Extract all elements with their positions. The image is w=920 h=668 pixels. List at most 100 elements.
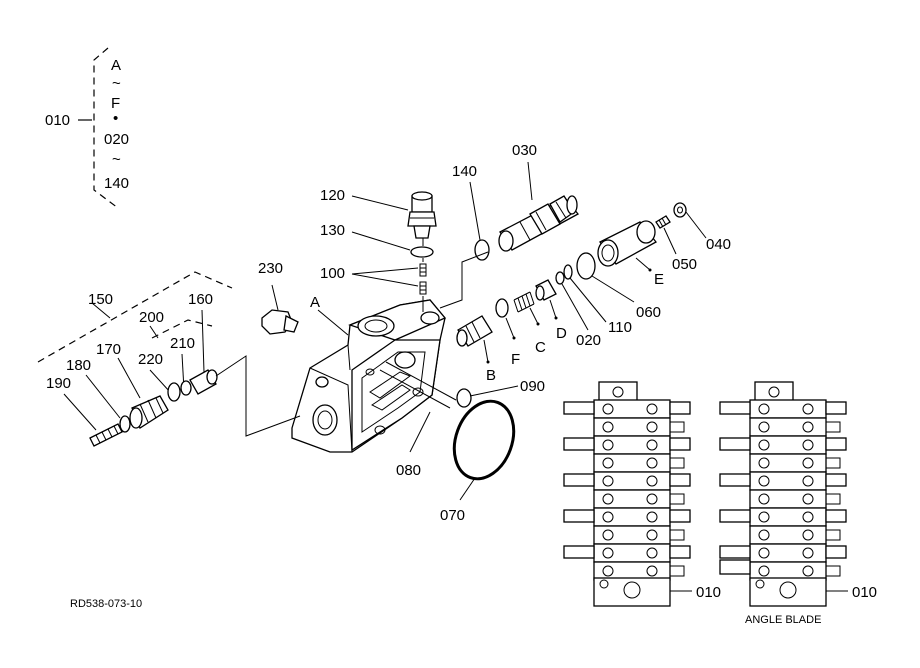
part-040-washer xyxy=(673,202,687,218)
stack-bolt xyxy=(758,529,770,541)
stack-top-cap xyxy=(754,381,794,403)
stack-lever-slot xyxy=(669,529,685,541)
stack-bolt xyxy=(758,547,770,559)
stack-section xyxy=(749,399,827,419)
stack-angle-blade-end xyxy=(719,559,751,575)
stack-lever-slot xyxy=(825,493,841,505)
callout-c: C xyxy=(535,339,546,356)
callout-d: D xyxy=(556,325,567,342)
stack-spool-end-right xyxy=(669,401,691,415)
valve-body-a xyxy=(291,299,447,453)
stack-section xyxy=(749,471,827,491)
part-220-ring xyxy=(167,382,181,402)
part-130-oring xyxy=(410,246,434,258)
tilde-2: ~ xyxy=(112,151,121,168)
stack-section xyxy=(593,435,671,455)
stack-bolt xyxy=(646,493,658,505)
stack-bolt xyxy=(802,493,814,505)
stack-bolt xyxy=(602,439,614,451)
part-090-oring xyxy=(456,388,472,408)
stack-lever-slot xyxy=(669,565,685,577)
stack-spool-end-left xyxy=(563,509,595,523)
callout-180: 180 xyxy=(66,357,91,374)
stack-spool-end-left xyxy=(563,473,595,487)
stack-bolt xyxy=(802,565,814,577)
stack-spool-end-left xyxy=(563,545,595,559)
stack-bolt xyxy=(646,511,658,523)
set-bracket: 010 A ~ F • 020 ~ 140 xyxy=(45,47,129,209)
part-b-spool-end xyxy=(456,315,493,347)
callout-a: A xyxy=(310,294,320,311)
stack-bolt xyxy=(758,565,770,577)
stack-section xyxy=(593,525,671,545)
callout-190: 190 xyxy=(46,375,71,392)
stack-spool-end-right xyxy=(825,437,847,451)
stack-spool-end-left xyxy=(563,401,595,415)
stack-spool-end-left xyxy=(563,437,595,451)
stack-bolt xyxy=(758,421,770,433)
part-050-bolt xyxy=(655,215,671,229)
stack-bolt xyxy=(602,547,614,559)
part-020-ring xyxy=(555,271,565,285)
part-e-cap xyxy=(597,220,657,267)
stack-section xyxy=(593,561,671,581)
stack-bolt xyxy=(758,511,770,523)
stack-lever-slot xyxy=(825,421,841,433)
callout-100: 100 xyxy=(320,265,345,282)
stack-bolt xyxy=(758,457,770,469)
range-top: A xyxy=(111,57,121,74)
stack-bolt xyxy=(646,457,658,469)
stack-section xyxy=(749,561,827,581)
stack-bolt xyxy=(602,457,614,469)
stack-bolt xyxy=(646,403,658,415)
callout-080: 080 xyxy=(396,462,421,479)
stack-cap-bolt xyxy=(768,386,780,398)
stack-section xyxy=(749,417,827,437)
callout-130: 130 xyxy=(320,222,345,239)
stack-section xyxy=(749,489,827,509)
stack-bolt xyxy=(602,529,614,541)
part-100-balls xyxy=(419,263,427,295)
callout-200: 200 xyxy=(139,309,164,326)
part-170-cap xyxy=(129,395,169,429)
range-lower-end: 140 xyxy=(104,175,129,192)
part-f-washer xyxy=(495,298,509,318)
stack-bolt xyxy=(602,493,614,505)
valve-stack-right xyxy=(719,381,847,607)
stack-bolt xyxy=(758,439,770,451)
callout-e: E xyxy=(654,271,664,288)
stack-bolt xyxy=(646,547,658,559)
callout-230: 230 xyxy=(258,260,283,277)
callout-030: 030 xyxy=(512,142,537,159)
stack-lever-slot xyxy=(825,457,841,469)
callout-060: 060 xyxy=(636,304,661,321)
callout-070: 070 xyxy=(440,507,465,524)
stack-section xyxy=(593,417,671,437)
stack-bolt xyxy=(646,439,658,451)
stack-spool-end-right xyxy=(669,473,691,487)
stack-spool-end-left xyxy=(719,509,751,523)
callout-210: 210 xyxy=(170,335,195,352)
stack-spool-end-right xyxy=(825,401,847,415)
stack-section xyxy=(749,435,827,455)
callout-040: 040 xyxy=(706,236,731,253)
stack-spool-end-left xyxy=(719,473,751,487)
stack-section xyxy=(593,543,671,563)
stack-section xyxy=(593,507,671,527)
valve-stack-left xyxy=(563,381,691,607)
stack-bolt xyxy=(646,475,658,487)
stack-left-label: 010 xyxy=(696,584,721,601)
callout-020: 020 xyxy=(576,332,601,349)
stack-section xyxy=(593,471,671,491)
stack-bolt xyxy=(758,475,770,487)
callout-090: 090 xyxy=(520,378,545,395)
range-dot: • xyxy=(113,110,118,127)
part-230-plug xyxy=(261,309,299,335)
stack-section xyxy=(593,489,671,509)
part-190-screw xyxy=(89,423,123,447)
callout-170: 170 xyxy=(96,341,121,358)
part-140-oring xyxy=(474,239,490,261)
stack-cap-bolt xyxy=(612,386,624,398)
stack-end-port xyxy=(779,581,797,599)
